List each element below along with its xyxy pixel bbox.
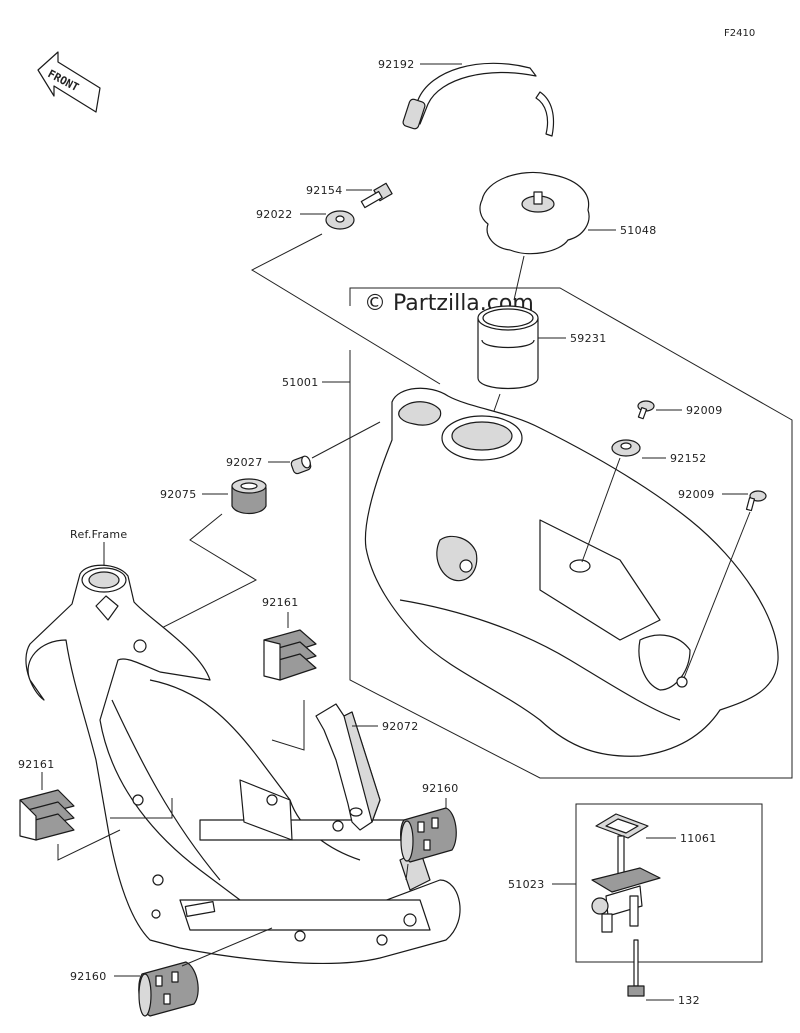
frame[interactable]: [25, 564, 461, 965]
fuel-tube[interactable]: [402, 62, 555, 137]
filler-neck[interactable]: [477, 305, 539, 390]
label-fuel-cap: 51048: [620, 224, 657, 237]
bolt-right-top[interactable]: [637, 400, 655, 420]
label-collar: 92027: [226, 456, 263, 469]
collar[interactable]: [290, 455, 312, 475]
fuel-cap[interactable]: [479, 171, 590, 255]
label-bolt-tank: 92154: [306, 184, 343, 197]
label-damper-upper: 92161: [262, 596, 299, 609]
leader-damper-upper-to-frame: [271, 700, 305, 751]
leader-washer-to-tank-hole: [581, 457, 621, 563]
label-bolt-right-lower: 92009: [678, 488, 715, 501]
label-fuel-tube: 92192: [378, 58, 415, 71]
label-damper-right: 92160: [422, 782, 459, 795]
label-washer-tank: 92022: [256, 208, 293, 221]
leader-frame-left-mount: [110, 798, 173, 819]
leader-collar-to-tank: [311, 421, 381, 459]
leader-damper-right-to-frame: [405, 863, 409, 881]
label-gasket: 11061: [680, 832, 717, 845]
figure-code: F2410: [724, 28, 755, 39]
label-ref-frame: Ref.Frame: [70, 528, 127, 541]
damper-right[interactable]: [400, 807, 457, 863]
fuel-cock-group-box: [575, 803, 763, 963]
bolt-tank[interactable]: [360, 182, 393, 209]
screw-cock[interactable]: [627, 939, 645, 997]
label-band: 92072: [382, 720, 419, 733]
damper-left[interactable]: [19, 789, 75, 841]
fuel-tank[interactable]: [364, 387, 779, 757]
leader-bolt-to-tank: [683, 511, 751, 679]
label-damper-bottom: 92160: [70, 970, 107, 983]
damper-upper[interactable]: [263, 629, 317, 681]
label-damper-front: 92075: [160, 488, 197, 501]
damper-front[interactable]: [231, 478, 267, 515]
fuel-cock[interactable]: [591, 835, 661, 933]
label-bolt-right-top: 92009: [686, 404, 723, 417]
leader-damper-bottom-to-frame: [181, 927, 273, 967]
label-washer-right: 92152: [670, 452, 707, 465]
label-screw-cock: 132: [678, 994, 700, 1007]
leader-damper-left-to-frame: [57, 829, 121, 861]
bolt-right-lower[interactable]: [745, 490, 767, 512]
label-tank-assy: 51001: [282, 376, 319, 389]
tank-group-bracket: [349, 287, 793, 779]
gasket[interactable]: [595, 813, 649, 839]
washer-tank[interactable]: [325, 210, 355, 230]
leader-washer-to-tank: [250, 233, 441, 385]
label-fuel-cock: 51023: [508, 878, 545, 891]
washer-right[interactable]: [611, 439, 641, 457]
leader-cap-to-neck: [513, 255, 525, 301]
label-damper-left: 92161: [18, 758, 55, 771]
band[interactable]: [315, 703, 381, 831]
leader-damper-to-frame: [137, 513, 258, 641]
damper-bottom[interactable]: [138, 961, 199, 1017]
label-filler-neck: 59231: [570, 332, 607, 345]
front-direction-arrow: FRONT: [37, 51, 101, 113]
